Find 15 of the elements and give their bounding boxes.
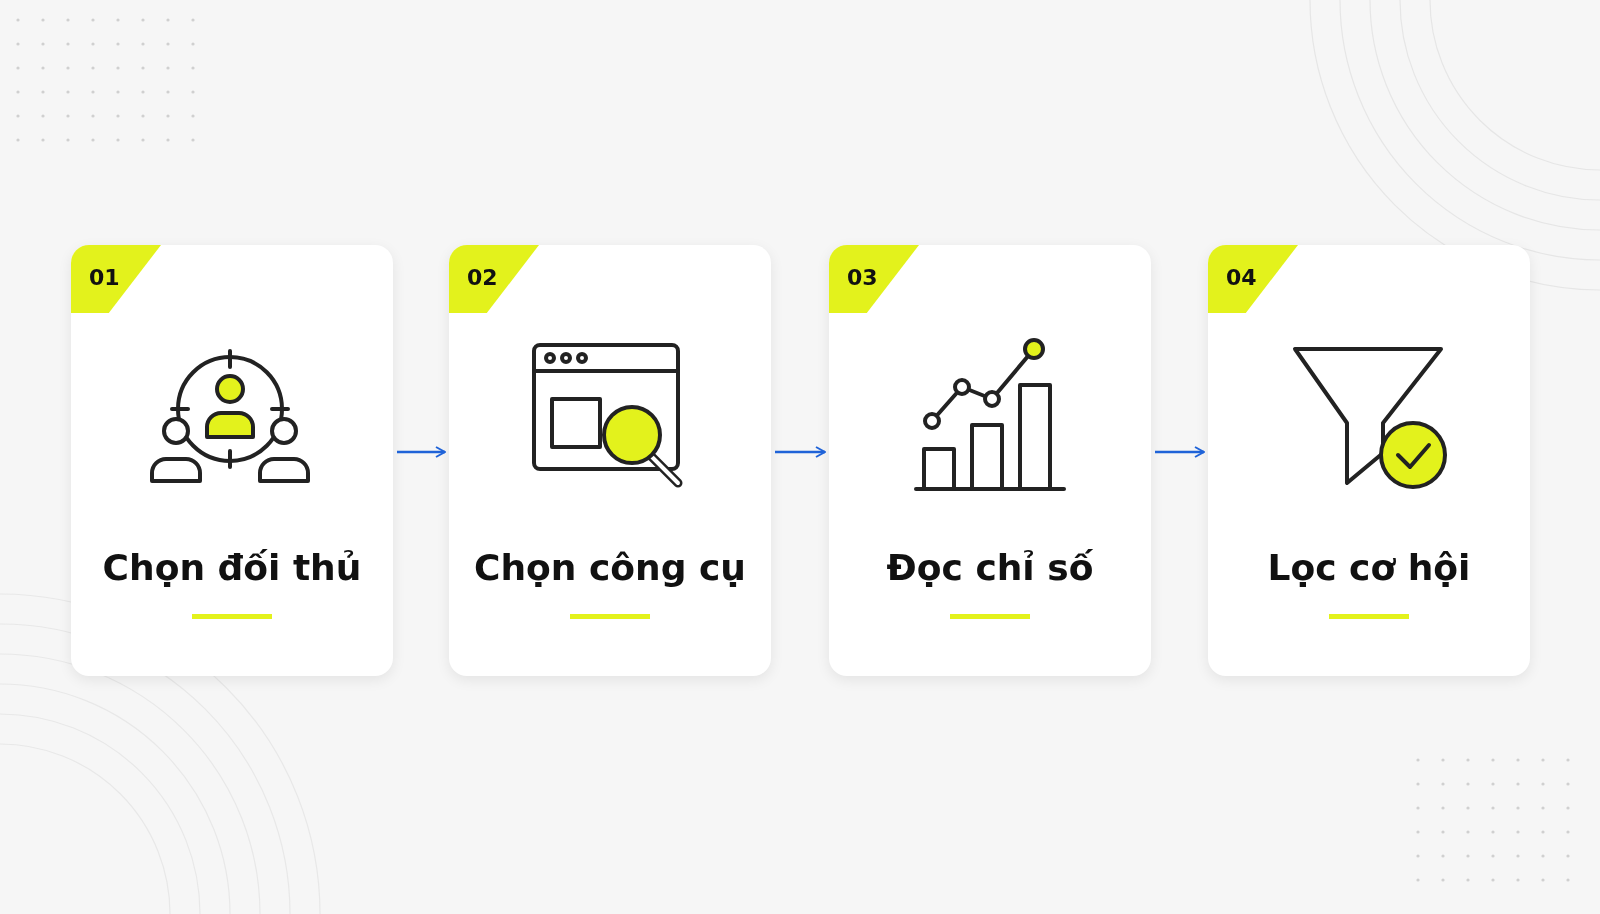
step-card <box>449 245 771 676</box>
arrow <box>1155 446 1205 458</box>
arrow <box>397 446 446 458</box>
step-card <box>71 245 393 676</box>
step-number: 02 <box>467 265 498 291</box>
step-title: Lọc cơ hội <box>1266 546 1472 590</box>
step-number: 04 <box>1226 265 1257 291</box>
step-number: 01 <box>89 265 120 291</box>
step-card <box>1208 245 1530 676</box>
step-number: 03 <box>847 265 878 291</box>
step-title: Chọn đối thủ <box>101 546 363 590</box>
step-title: Chọn công cụ <box>473 546 747 590</box>
step-card <box>829 245 1151 676</box>
arrow <box>775 446 826 458</box>
step-title: Đọc chỉ số <box>885 546 1095 590</box>
